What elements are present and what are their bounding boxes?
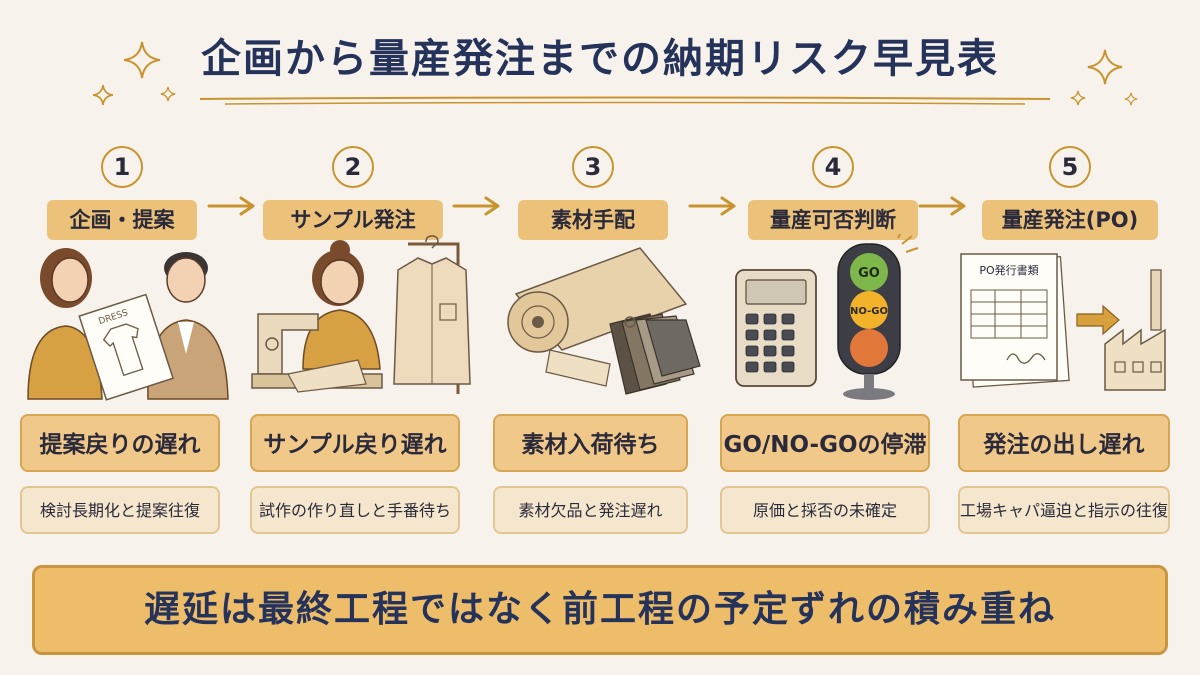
arrow-right-icon xyxy=(918,196,966,216)
step-2: 2 サンプル発注 xyxy=(243,146,463,240)
risk-box: 提案戻りの遅れ xyxy=(20,414,220,472)
po-doc-title: PO発行書類 xyxy=(979,263,1038,277)
go-signal-text: GO xyxy=(858,266,880,281)
step-3: 3 素材手配 xyxy=(483,146,703,240)
fabric-roll-illustration xyxy=(507,247,701,395)
step-number: 4 xyxy=(812,146,854,188)
summary-banner: 遅延は最終工程ではなく前工程の予定ずれの積み重ね xyxy=(32,565,1168,655)
sparkle-icon xyxy=(1070,90,1086,106)
risk-box: 素材入荷待ち xyxy=(493,414,688,472)
detail-box: 原価と採否の未確定 xyxy=(720,486,930,534)
risk-box: 発注の出し遅れ xyxy=(958,414,1170,472)
sparkle-icon xyxy=(1087,49,1123,85)
arrow-right-icon xyxy=(688,196,736,216)
title-underline xyxy=(199,96,1051,105)
step-label: サンプル発注 xyxy=(263,200,443,240)
step-label: 量産可否判断 xyxy=(748,200,918,240)
page-title: 企画から量産発注までの納期リスク早見表 xyxy=(201,36,999,82)
detail-box: 検討長期化と提案往復 xyxy=(20,486,220,534)
detail-box: 試作の作り直しと手番待ち xyxy=(250,486,460,534)
step-5: 5 量産発注(PO) xyxy=(960,146,1180,240)
proposal-meeting-illustration: DRESS xyxy=(27,248,229,401)
step-number: 2 xyxy=(332,146,374,188)
detail-box: 工場キャパ逼迫と指示の往復 xyxy=(958,486,1170,534)
step-label: 企画・提案 xyxy=(47,200,197,240)
sparkle-icon xyxy=(160,86,176,102)
step-number: 3 xyxy=(572,146,614,188)
risk-box: サンプル戻り遅れ xyxy=(250,414,460,472)
arrow-right-icon xyxy=(207,196,255,216)
detail-box: 素材欠品と発注遅れ xyxy=(493,486,688,534)
po-factory-illustration: PO発行書類 xyxy=(960,253,1166,391)
step-number: 1 xyxy=(101,146,143,188)
step-number: 5 xyxy=(1049,146,1091,188)
nogo-signal-text: NO-GO xyxy=(850,306,888,317)
step-4: 4 量産可否判断 xyxy=(723,146,943,240)
sparkle-icon xyxy=(1124,92,1138,106)
step-label: 素材手配 xyxy=(518,200,668,240)
step-1: 1 企画・提案 xyxy=(12,146,232,240)
step-label: 量産発注(PO) xyxy=(982,200,1158,240)
sparkle-icon xyxy=(123,41,161,79)
risk-box: GO/NO-GOの停滞 xyxy=(720,414,930,472)
sample-sewing-illustration xyxy=(251,235,471,394)
arrow-right-icon xyxy=(452,196,500,216)
sparkle-icon xyxy=(92,84,114,106)
go-nogo-illustration: GO NO-GO xyxy=(735,234,919,400)
